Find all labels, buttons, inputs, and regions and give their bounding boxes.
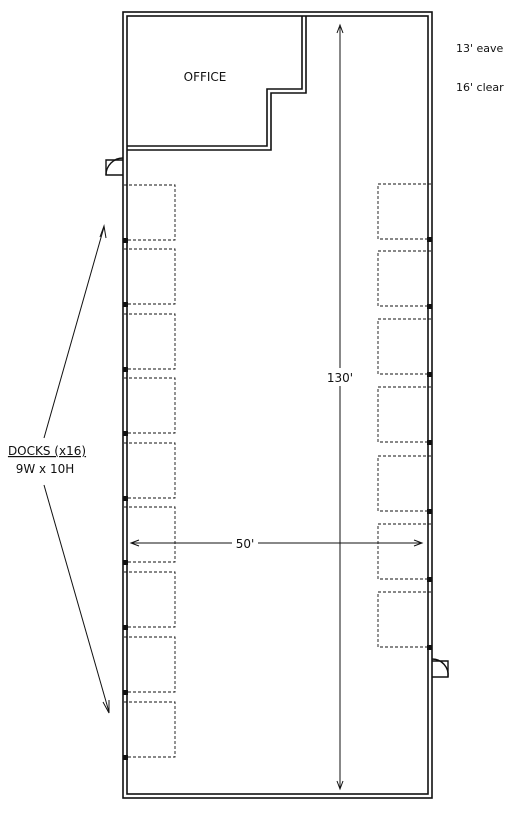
dock-door-left [123,248,176,307]
width-dimension-label: 50' [236,537,255,551]
clear-note: 16' clear [456,81,504,94]
dock-door-right [377,386,432,445]
dock-door-left [123,636,176,695]
dock-door-left [123,377,176,436]
right-dock-group [377,183,432,650]
dock-door-right [377,455,432,514]
dock-door-left [123,442,176,501]
docks-size: 9W x 10H [16,462,75,476]
dock-door-right [377,591,432,650]
length-dimension-label: 130' [327,371,353,385]
left-dock-group [123,184,176,760]
docks-callout-arrows [43,224,110,714]
dock-door-left [123,184,176,243]
eave-note: 13' eave [456,42,504,55]
dock-door-left [123,506,176,565]
dock-door-right [377,318,432,377]
outer-wall [122,11,433,799]
dock-door-right [377,250,432,309]
dock-door-right [377,523,432,582]
office-wall-outer [127,16,307,151]
dock-door-left [123,313,176,372]
door-left [105,157,124,176]
width-dimension [129,539,424,547]
dock-door-right [377,183,432,242]
building-outline [122,11,433,799]
door-right [431,658,449,678]
dock-door-left [123,701,176,760]
docks-title: DOCKS (x16) [8,444,86,458]
office [127,16,307,151]
inner-wall [126,15,429,795]
dock-door-left [123,571,176,630]
office-label: OFFICE [184,70,227,84]
office-wall-inner [127,16,303,147]
length-dimension [336,23,344,791]
